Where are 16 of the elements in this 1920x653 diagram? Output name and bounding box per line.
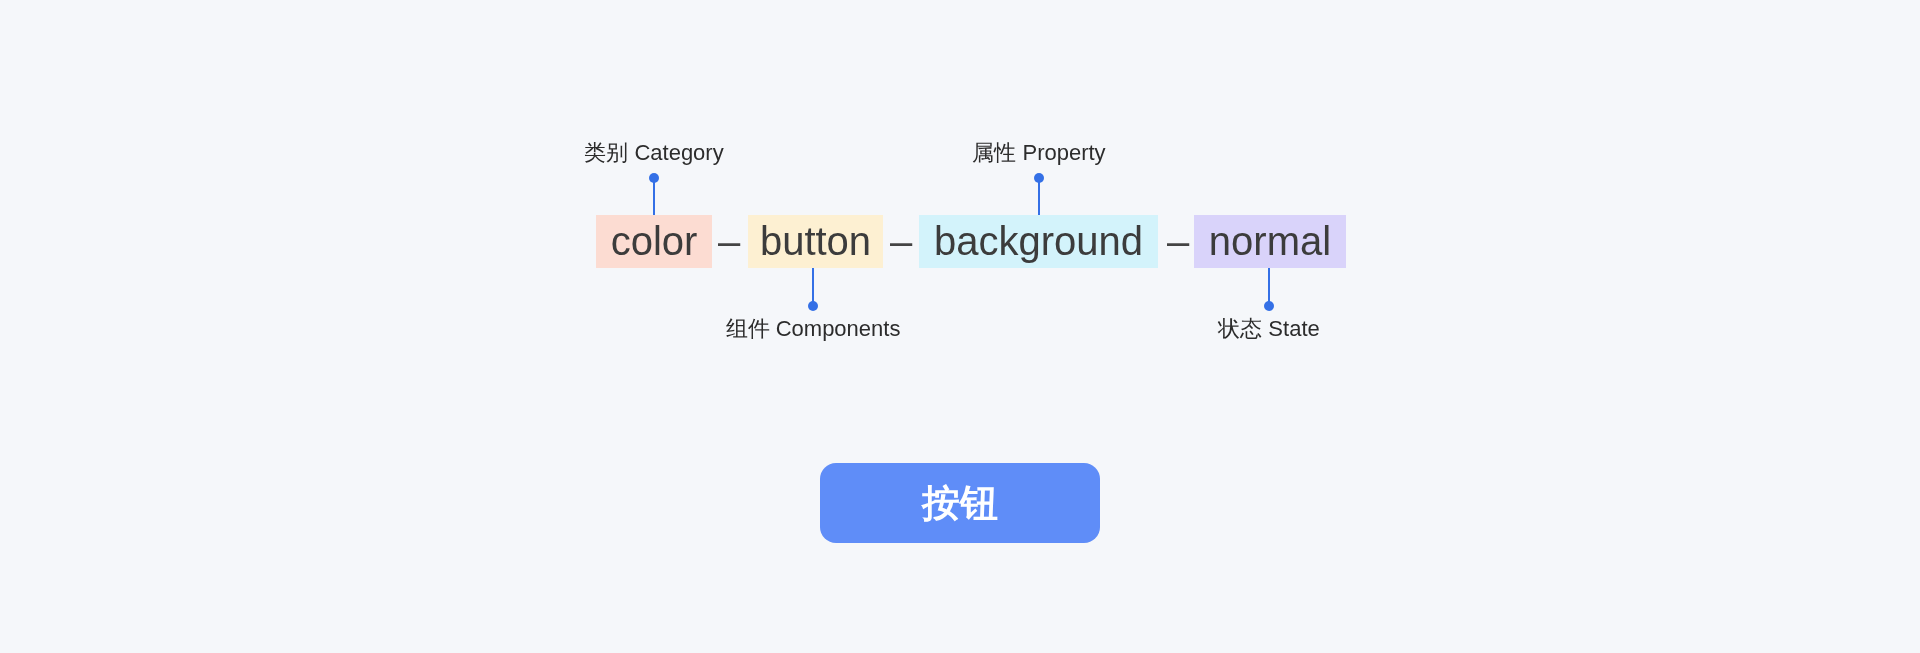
highlighted-token: button: [748, 215, 883, 268]
annotation-label: 组件 Components: [725, 306, 901, 342]
primary-button: 按钮: [820, 463, 1100, 543]
leader-line: [1034, 173, 1044, 216]
dash-separator: –: [889, 218, 913, 265]
leader-line: [808, 267, 818, 311]
highlighted-token: normal: [1194, 215, 1346, 268]
highlighted-token: color: [596, 215, 712, 268]
dash-separator: –: [1166, 218, 1190, 265]
leader-line: [649, 173, 659, 216]
annotation-label: 类别 Category: [584, 140, 724, 178]
annotation-label: 属性 Property: [972, 140, 1106, 178]
leader-line: [1264, 267, 1274, 311]
highlighted-token: background: [919, 215, 1158, 268]
dash-separator: –: [717, 218, 741, 265]
annotation-label: 状态 State: [1218, 306, 1320, 342]
